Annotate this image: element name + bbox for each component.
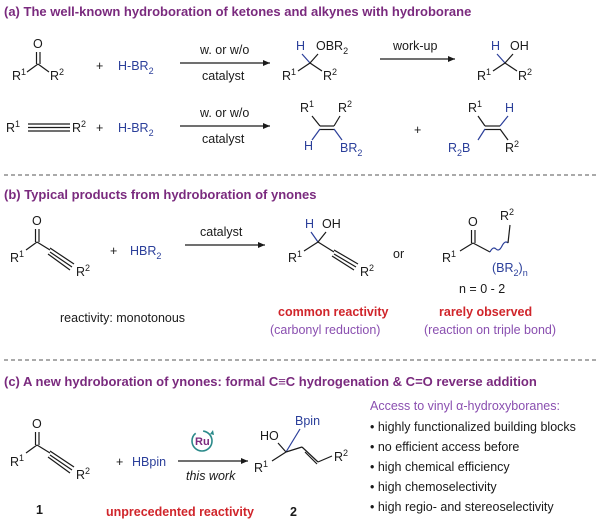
svg-text:H: H <box>505 101 514 115</box>
plus-a2: + <box>96 121 103 135</box>
svg-text:R1: R1 <box>6 119 20 135</box>
svg-text:R1: R1 <box>300 99 314 115</box>
svg-text:O: O <box>32 214 42 228</box>
svg-text:R1: R1 <box>442 249 456 265</box>
list-item: • no efficient access before <box>370 440 519 454</box>
svg-text:R1: R1 <box>254 459 268 475</box>
propargyl-alcohol-product: H OH R1 R2 <box>288 217 374 279</box>
list-item: • high chemoselectivity <box>370 480 497 494</box>
svg-text:(BR2)n: (BR2)n <box>492 261 528 278</box>
svg-text:O: O <box>33 37 43 51</box>
carbonyl-reduction-label: (carbonyl reduction) <box>270 323 380 337</box>
svg-text:R2: R2 <box>50 67 64 83</box>
alkyne-structure: R1 R2 <box>6 119 86 135</box>
plus-a1: + <box>96 59 103 73</box>
n-range: n = 0 - 2 <box>459 282 505 296</box>
rare-product: O R2 R1 (BR2)n <box>442 207 528 278</box>
compound-1-label: 1 <box>36 503 43 517</box>
svg-text:w. or w/o: w. or w/o <box>199 106 249 120</box>
arrow-a2: w. or w/o catalyst <box>180 106 270 146</box>
arrow-c: this work <box>178 458 248 483</box>
svg-text:R2: R2 <box>323 67 337 83</box>
svg-text:R1: R1 <box>288 249 302 265</box>
arrow-b: catalyst <box>185 225 265 248</box>
advantages-list: • highly functionalized building blocks … <box>370 420 576 514</box>
svg-text:R1: R1 <box>10 453 24 469</box>
ru-catalyst-icon: Ru <box>191 430 214 452</box>
arrow-workup: work-up <box>380 39 455 62</box>
rarely-observed-label: rarely observed <box>439 305 532 319</box>
svg-text:R2: R2 <box>505 139 519 155</box>
svg-text:R2: R2 <box>500 207 514 223</box>
svg-text:R2: R2 <box>518 67 532 83</box>
list-item: • highly functionalized building blocks <box>370 420 576 434</box>
svg-text:HO: HO <box>260 429 279 443</box>
svg-text:R2: R2 <box>72 119 86 135</box>
svg-text:R1: R1 <box>468 99 482 115</box>
plus-a3: + <box>414 123 421 137</box>
vinylborane-product-1: R1 R2 H BR2 <box>300 99 362 158</box>
svg-text:R2: R2 <box>338 99 352 115</box>
access-title: Access to vinyl α-hydroxyboranes: <box>370 399 560 413</box>
svg-text:OBR2: OBR2 <box>316 39 348 56</box>
list-item: • high regio- and stereoselectivity <box>370 500 554 514</box>
reagent-hbr2-a2: H-BR2 <box>118 121 154 138</box>
svg-text:H: H <box>296 39 305 53</box>
svg-text:R2: R2 <box>360 263 374 279</box>
reagent-hbpin: HBpin <box>132 455 166 469</box>
section-a-title: (a) The well-known hydroboration of keto… <box>4 4 471 19</box>
section-b-title: (b) Typical products from hydroboration … <box>4 187 317 202</box>
svg-text:OH: OH <box>322 217 341 231</box>
compound-2-label: 2 <box>290 505 297 519</box>
svg-text:R1: R1 <box>12 67 26 83</box>
svg-text:O: O <box>32 417 42 431</box>
plus-c: + <box>116 455 123 469</box>
unprecedented-reactivity-label: unprecedented reactivity <box>106 505 254 519</box>
vinylborane-product-2: R1 H R2B R2 <box>448 99 519 158</box>
svg-text:R2B: R2B <box>448 141 470 158</box>
alcohol-product: H OH R1 R2 <box>477 39 532 83</box>
triple-bond-label: (reaction on triple bond) <box>424 323 556 337</box>
ynone-structure-b: O R1 R2 <box>10 214 90 279</box>
common-reactivity-label: common reactivity <box>278 305 389 319</box>
svg-text:BR2: BR2 <box>340 141 362 158</box>
svg-text:R2: R2 <box>334 448 348 464</box>
svg-text:this work: this work <box>186 469 236 483</box>
svg-text:Ru: Ru <box>195 436 210 448</box>
vinyl-hydroxyborane-product: HO Bpin R1 R2 <box>254 414 348 475</box>
svg-text:O: O <box>468 215 478 229</box>
reactivity-monotonous: reactivity: monotonous <box>60 311 185 325</box>
section-c-title: (c) A new hydroboration of ynones: forma… <box>4 374 537 389</box>
boronate-product: H OBR2 R1 R2 <box>282 39 348 83</box>
plus-b: + <box>110 244 117 258</box>
svg-text:R2: R2 <box>76 263 90 279</box>
svg-text:R1: R1 <box>10 249 24 265</box>
svg-text:R1: R1 <box>477 67 491 83</box>
or-text: or <box>393 247 404 261</box>
svg-text:Bpin: Bpin <box>295 414 320 428</box>
svg-text:H: H <box>491 39 500 53</box>
svg-text:OH: OH <box>510 39 529 53</box>
svg-text:H: H <box>304 139 313 153</box>
arrow-a1: w. or w/o catalyst <box>180 43 270 83</box>
svg-text:w. or w/o: w. or w/o <box>199 43 249 57</box>
svg-text:catalyst: catalyst <box>200 225 243 239</box>
ynone-structure-c: O R1 R2 <box>10 417 90 482</box>
list-item: • high chemical efficiency <box>370 460 510 474</box>
svg-text:work-up: work-up <box>392 39 438 53</box>
svg-text:catalyst: catalyst <box>202 69 245 83</box>
svg-text:R2: R2 <box>76 466 90 482</box>
reagent-hbr2-a1: H-BR2 <box>118 59 154 76</box>
reagent-hbr2-b: HBR2 <box>130 244 161 261</box>
svg-text:H: H <box>305 217 314 231</box>
svg-text:catalyst: catalyst <box>202 132 245 146</box>
svg-text:R1: R1 <box>282 67 296 83</box>
ketone-structure: O R1 R2 <box>12 37 64 83</box>
